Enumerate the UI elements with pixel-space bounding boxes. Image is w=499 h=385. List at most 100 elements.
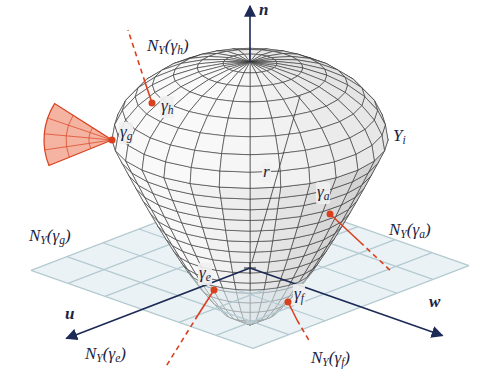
surface-facet [250,283,265,291]
surface-facet [219,171,250,188]
label-part: (γ [47,226,59,245]
label-part: (γ [103,344,115,363]
surface-facet [250,198,279,210]
normal-line-dashed [297,320,310,342]
label-part: (γ [407,220,419,239]
normal-line [198,290,214,315]
label-part: g [127,130,133,143]
surface-facet [166,145,195,167]
label-part: ) [344,348,350,367]
label-part: e [206,271,211,284]
label-part: (γ [165,36,177,55]
surface-upper [112,48,388,290]
n-axis [249,6,251,62]
surface-facet [244,62,250,73]
label-part: a [419,228,425,241]
label-part: ) [425,220,431,239]
label-part: n [259,0,268,19]
surface-facet [238,62,250,73]
surface-facet [278,150,308,171]
surface-facet [250,62,262,73]
surface-facet [250,86,267,102]
normal-cone-label: NΥ(γh) [146,36,190,58]
surface-facet [200,116,228,136]
label-part: Υ [322,356,328,369]
surface-facet [276,133,306,154]
surface-point [109,137,116,144]
surface-facet [238,73,250,87]
overlays [44,6,442,368]
point-label: γa [316,182,330,204]
surface-facet [224,219,250,231]
surface-facet [250,118,276,137]
surface-facet [228,101,250,119]
axis-label: n [258,0,269,20]
normal-line-dashed [360,242,392,272]
label-part: i [402,134,405,147]
label-part: N [147,36,158,55]
label-part: Υ [158,44,164,57]
label-part: h [168,104,174,117]
surface-facet [222,209,250,221]
point-label: γh [160,96,174,118]
surface-facet [305,145,334,167]
label-part: γ [294,284,301,303]
normal-line [330,214,360,242]
plane-fill [31,188,469,349]
surface-facet [250,62,267,72]
normal-cone-label: NΥ(γe) [84,344,127,366]
surface-facet [250,209,278,221]
surface-facet [233,62,250,72]
surface-facet [219,187,250,199]
label-part: Υ [393,126,402,145]
label-part: f [341,356,344,369]
label-part: a [324,190,330,203]
point-label: γg [119,122,133,144]
surface-facet [118,120,135,145]
label-part: (γ [329,348,341,367]
label-part: w [429,292,440,311]
surface-point [149,100,156,107]
surface-facet [221,198,250,210]
normal-cone [44,104,112,166]
label-part: Υ [400,228,406,241]
surface-facet [227,241,250,252]
label-part: u [65,304,74,323]
surface-facet [250,62,256,73]
surface-facet [233,86,250,102]
label-part: γ [199,263,206,282]
normal-cone-label: NΥ(γf) [310,348,351,370]
label-part: γ [161,96,168,115]
axis-label: w [428,292,441,312]
radius-line [252,96,300,262]
label-part: h [177,44,183,57]
normal-cone-ray [45,140,112,150]
label-part: Υ [96,352,102,365]
radius-label: r [262,162,271,182]
surface-facet [235,283,250,291]
surface-facet [195,133,225,154]
label-part: f [301,292,304,305]
normal-cone-label: NΥ(γa) [388,220,432,242]
surface-facet [250,101,272,119]
surface-label: Υi [392,126,407,148]
normal-line-dashed [165,315,198,368]
surface-facet [220,154,250,172]
label-part: γ [317,182,324,201]
label-part: ) [183,36,189,55]
label-part: g [59,234,65,247]
label-part: N [311,348,322,367]
axis-label: u [64,304,75,324]
normal-cone-ray [48,118,112,140]
normal-line-dashed [128,30,145,82]
surface-facet [224,118,250,137]
label-part: γ [120,122,127,141]
ground-plane [31,188,469,349]
label-part: N [29,226,40,245]
grid-line [68,201,284,284]
label-part: N [85,344,96,363]
grid-line [175,215,397,293]
